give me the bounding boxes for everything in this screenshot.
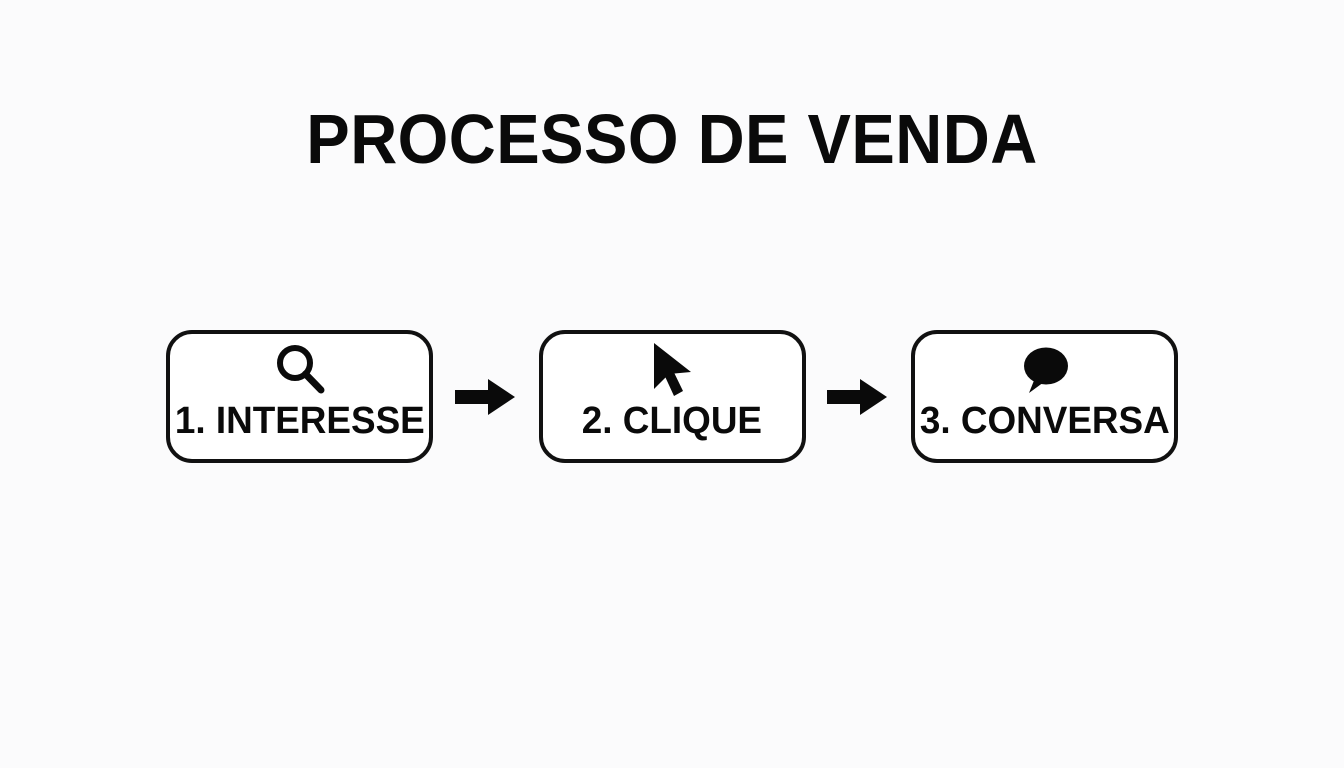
step-label-conversa: 3. CONVERSA bbox=[919, 400, 1170, 442]
step-card-clique[interactable]: 2. CLIQUE bbox=[538, 330, 806, 463]
step-label-interesse: 1. INTERESSE bbox=[174, 400, 425, 442]
arrow-right-icon bbox=[454, 367, 517, 427]
step-card-interesse[interactable]: 1. INTERESSE bbox=[166, 330, 433, 463]
speech-bubble-icon bbox=[1016, 340, 1074, 400]
sales-process-flow: 1. INTERESSE 2. CLIQUE bbox=[166, 330, 1178, 463]
magnifier-icon bbox=[271, 340, 329, 400]
cursor-arrow-icon bbox=[646, 340, 698, 400]
arrow-right-icon bbox=[827, 367, 889, 427]
step-card-conversa[interactable]: 3. CONVERSA bbox=[911, 330, 1178, 463]
step-label-clique: 2. CLIQUE bbox=[581, 400, 763, 442]
page-title: PROCESSO DE VENDA bbox=[306, 100, 1038, 178]
